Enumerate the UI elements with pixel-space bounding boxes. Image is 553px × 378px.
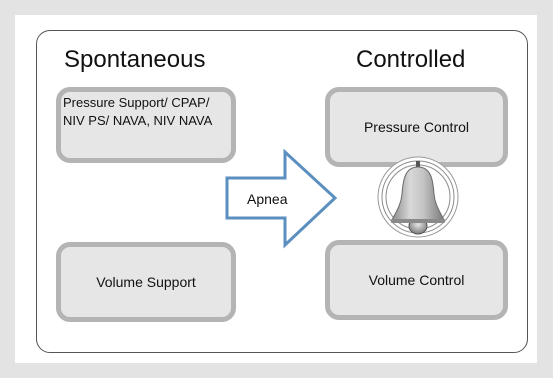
pressure-support-label: Pressure Support/ CPAP/ NIV PS/ NAVA, NI… — [63, 95, 213, 128]
bell-icon — [377, 156, 459, 238]
pressure-support-box: Pressure Support/ CPAP/ NIV PS/ NAVA, NI… — [56, 87, 236, 163]
volume-support-label: Volume Support — [96, 274, 196, 290]
pressure-control-box: Pressure Control — [325, 87, 508, 167]
volume-support-box: Volume Support — [56, 242, 236, 322]
apnea-label: Apnea — [247, 191, 288, 207]
spontaneous-heading: Spontaneous — [64, 46, 206, 73]
volume-control-label: Volume Control — [368, 272, 465, 288]
pressure-control-label: Pressure Control — [363, 119, 470, 135]
volume-control-box: Volume Control — [325, 240, 508, 320]
apnea-arrow — [225, 148, 338, 249]
controlled-heading: Controlled — [356, 46, 466, 73]
